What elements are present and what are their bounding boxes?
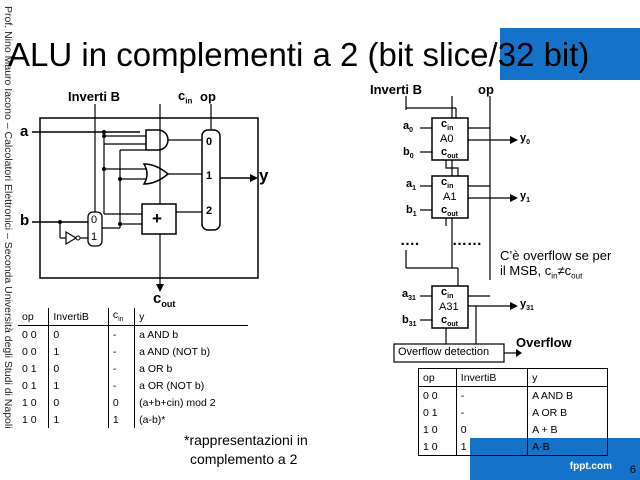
or-gate (142, 163, 170, 185)
slice1-cin: cin (441, 176, 454, 191)
table-header-row: op InvertiB y (418, 368, 608, 387)
mux-input-0: 0 (206, 136, 213, 148)
slice0-cout: cout (441, 146, 459, 161)
col-y: y (527, 368, 608, 387)
right-inverti-b-label: Inverti B (370, 82, 423, 97)
slice0-name: A0 (440, 133, 454, 145)
mux-input-1: 1 (206, 170, 213, 182)
header-decoration (500, 28, 640, 80)
table-header-row: op InvertiB cin y (18, 308, 248, 326)
overflow-note: C’è overflow se per il MSB, cin≠cout (500, 248, 612, 281)
footer-brand: fppt.com (569, 461, 612, 472)
bmux-input-0: 0 (91, 214, 98, 226)
overflow-detection-label: Overflow detection (398, 346, 490, 358)
cin-label: cin (178, 88, 193, 106)
right-op-label: op (478, 82, 494, 97)
footnote-line-2: complemento a 2 (190, 451, 298, 467)
sidebar-credit: Prof. Nino Mauro Iacono – Calcolatori El… (2, 6, 14, 429)
slide-title: ALU in complementi a 2 (bit slice/32 bit… (8, 36, 590, 73)
slice1-cout: cout (441, 204, 459, 219)
adder-plus: + (152, 209, 162, 228)
slice0-a: a0 (403, 120, 414, 135)
table-row: 0 0-A AND B (419, 386, 608, 404)
slice-box-a0 (431, 117, 469, 161)
slice31-b: b31 (402, 314, 417, 329)
cout-label: cout (153, 290, 176, 309)
dots-left: …. (400, 232, 420, 249)
slice-box-a1 (431, 175, 469, 219)
bmux-input-1: 1 (91, 231, 98, 243)
dots-right: …… (452, 232, 482, 249)
col-op: op (418, 368, 457, 387)
inverti-b-label: Inverti B (68, 89, 121, 104)
slice1-y: y1 (520, 190, 531, 205)
slice1-a: a1 (406, 178, 417, 193)
table-row: 0 1-A OR B (419, 404, 608, 421)
slice31-cout: cout (441, 314, 459, 329)
slice1-b: b1 (406, 204, 417, 219)
op-label: op (200, 89, 216, 104)
alu32-truth-table: op InvertiB y 0 0-A AND B 0 1-A OR B 1 0… (418, 368, 608, 456)
input-b-label: b (20, 212, 30, 229)
overflow-label: Overflow (516, 335, 572, 350)
col-invertib: InvertiB (455, 368, 528, 387)
slice0-b: b0 (403, 146, 414, 161)
col-invertib: InvertiB (48, 308, 109, 326)
slice-box-a31 (431, 285, 469, 329)
not-gate (65, 230, 78, 246)
slice0-cin: cin (441, 118, 454, 133)
adder-box (141, 203, 177, 235)
page-number: 6 (629, 464, 636, 476)
sidebar: Prof. Nino Mauro Iacono – Calcolatori El… (0, 0, 14, 480)
slice31-name: A31 (439, 301, 459, 313)
col-cin: cin (107, 308, 135, 326)
input-a-label: a (20, 123, 29, 140)
slice31-cin: cin (441, 286, 454, 301)
footnote-line-1: *rappresentazioni in (184, 432, 308, 448)
mux-input-2: 2 (206, 205, 213, 217)
col-y: y (134, 308, 248, 326)
slice1-name: A1 (443, 191, 457, 203)
slice31-a: a31 (402, 288, 416, 303)
slice0-y: y0 (520, 132, 531, 147)
col-op: op (18, 308, 49, 326)
output-y-label: y (259, 166, 269, 185)
alu-outer-box (39, 117, 259, 279)
slice31-y: y31 (520, 298, 534, 313)
